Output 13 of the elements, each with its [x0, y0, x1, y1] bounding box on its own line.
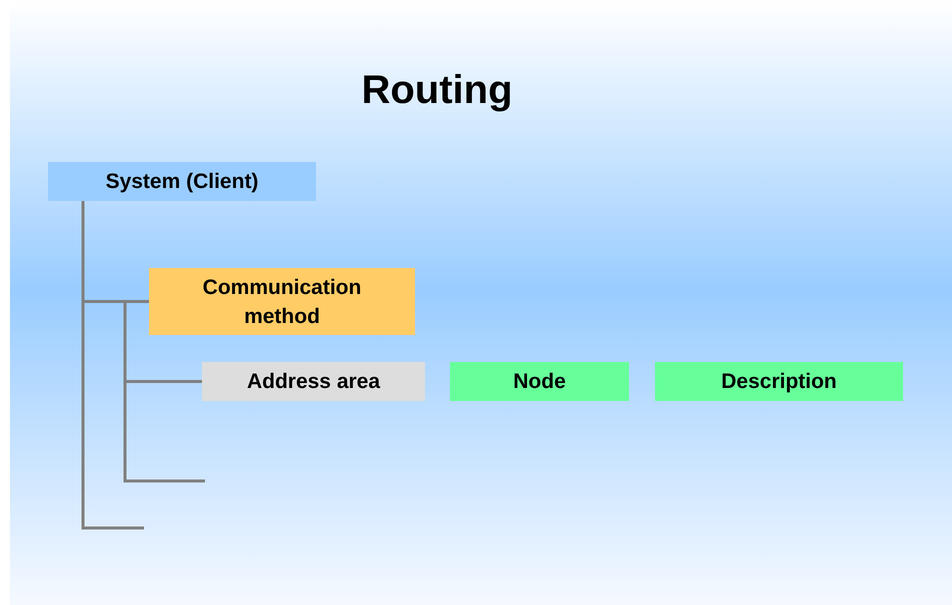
field-box	[450, 362, 629, 401]
box-label: Description	[720, 369, 838, 395]
field-box	[655, 362, 903, 401]
box-label: Communication method	[202, 274, 362, 330]
box-label: Address area	[246, 369, 382, 395]
box-label: System (Client)	[104, 169, 260, 195]
tree-connector	[124, 300, 205, 482]
tree-connector	[82, 201, 144, 530]
system-box	[48, 162, 316, 201]
box-label: Node	[512, 369, 567, 395]
address-box	[202, 362, 425, 401]
title: Routing	[360, 67, 514, 114]
method-box	[149, 268, 415, 335]
